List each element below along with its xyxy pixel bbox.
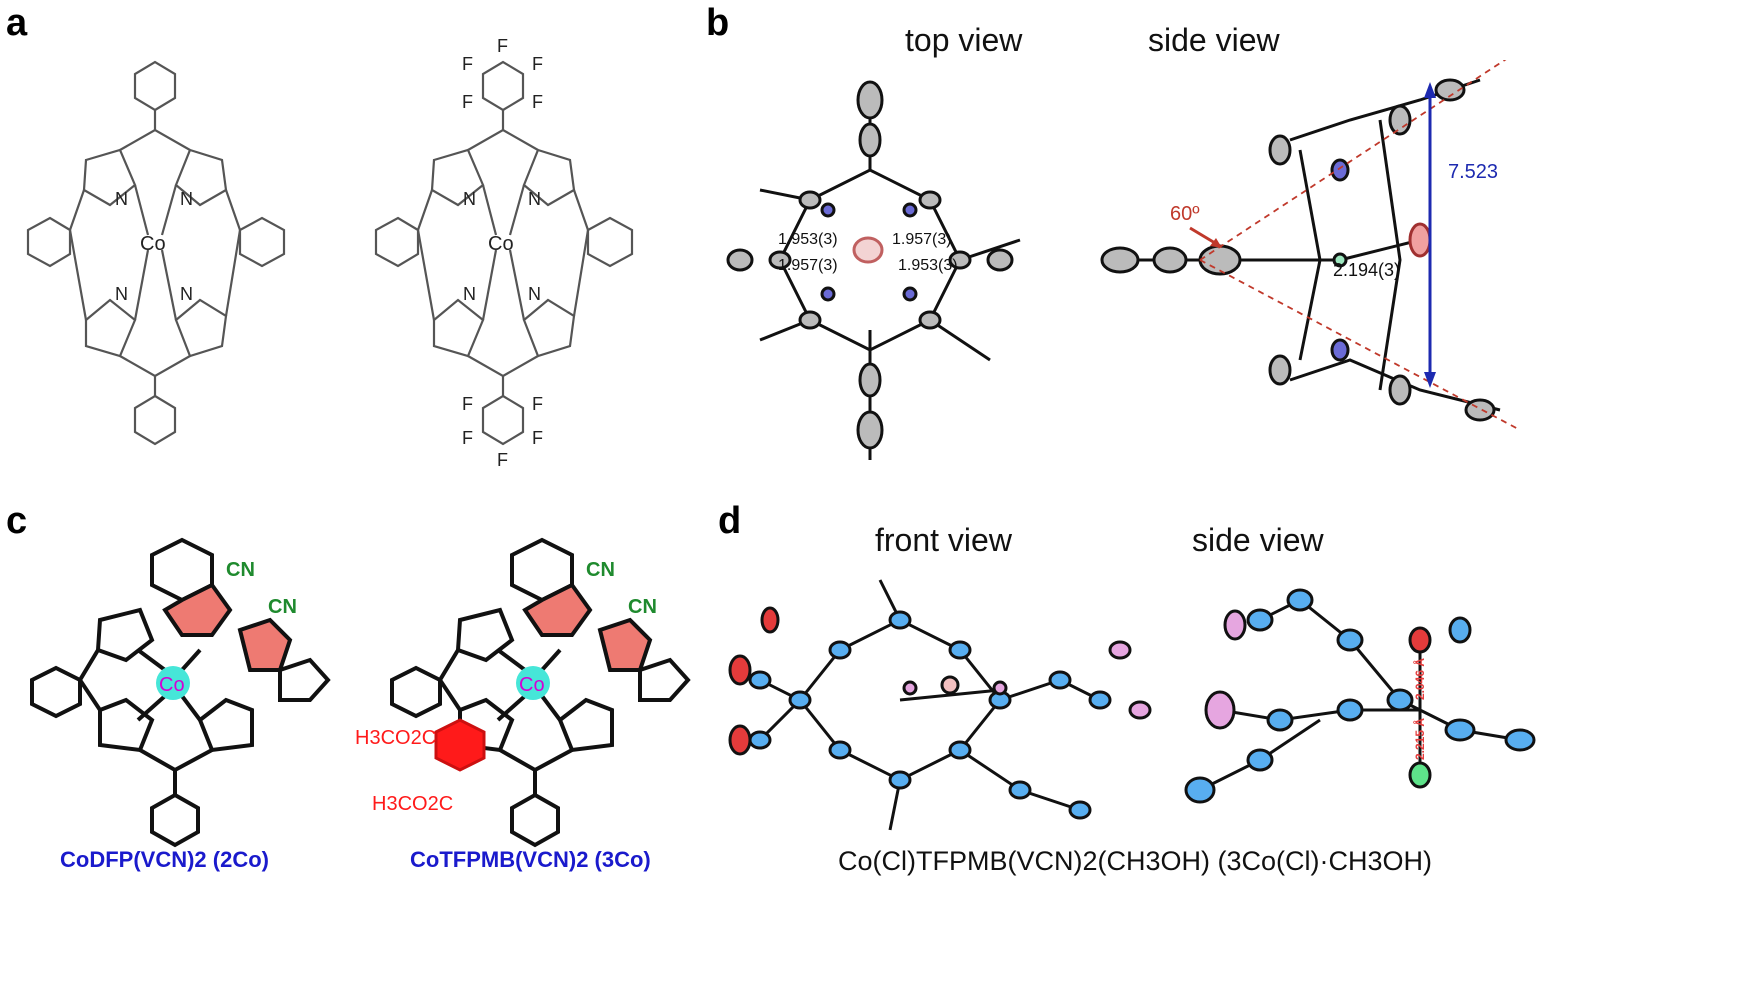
ortep-front-view xyxy=(728,579,1152,831)
top-view-label: top view xyxy=(905,22,1023,58)
bond-length: 1.953(3) xyxy=(898,257,958,274)
panel-a-letter: a xyxy=(6,2,28,44)
front-view-label: front view xyxy=(875,522,1012,558)
fluorine-label: F xyxy=(462,428,473,448)
panel-c-letter: c xyxy=(6,500,28,542)
porphyrin-labels-right: N N N N Co F F F F F F F F F F xyxy=(462,36,543,470)
fluorine-label: F xyxy=(532,428,543,448)
bond-annotations-d: 2.046 Å 2.215 Å xyxy=(1412,658,1427,760)
compound-label-2co: CoDFP(VCN)2 (2Co) xyxy=(60,847,269,872)
n-label: N xyxy=(180,284,193,304)
n-label: N xyxy=(528,189,541,209)
fluorine-label: F xyxy=(462,394,473,414)
bond-length: 2.046 Å xyxy=(1412,658,1427,700)
plane-dashed-lines xyxy=(1199,60,1521,431)
fluorine-label: F xyxy=(497,450,508,470)
ortep-side-view xyxy=(1100,78,1501,422)
n-label: N xyxy=(115,284,128,304)
porphyrin-labels-left: N N N N Co xyxy=(115,189,193,304)
panel-b-letter: b xyxy=(706,2,730,44)
panel-d-letter: d xyxy=(718,500,742,542)
metal-label: Co xyxy=(488,233,514,255)
side-view-label-d: side view xyxy=(1192,522,1324,558)
bond-length: 1.957(3) xyxy=(892,231,952,248)
distance-label: 7.523 xyxy=(1448,161,1498,183)
ortep-side-view-d xyxy=(1184,588,1536,804)
formula-caption: Co(Cl)TFPMB(VCN)2(CH3OH) (3Co(Cl)·CH3OH) xyxy=(838,846,1432,876)
fluorine-label: F xyxy=(462,92,473,112)
cn-porphyrin-right xyxy=(390,537,691,848)
n-label: N xyxy=(528,284,541,304)
panel-c-structures: Co CN CN Co CN CN H3CO2C H3CO2C xyxy=(30,537,691,848)
angle-annotation: 60º xyxy=(1170,203,1222,248)
cn-label: CN xyxy=(586,559,615,581)
cn-porphyrin-left xyxy=(30,537,331,848)
metal-label: Co xyxy=(159,674,185,696)
angle-label: 60º xyxy=(1170,203,1200,225)
porphyrin-structure-left xyxy=(26,60,286,446)
bond-length: 1.957(3) xyxy=(778,257,838,274)
fluorine-label: F xyxy=(532,92,543,112)
ester-label: H3CO2C xyxy=(355,727,436,749)
bond-length: 2.215 Å xyxy=(1412,718,1427,760)
panel-d-crystal-structures: 2.046 Å 2.215 Å xyxy=(728,579,1536,831)
metal-label: Co xyxy=(519,674,545,696)
cn-label: CN xyxy=(628,596,657,618)
n-label: N xyxy=(463,284,476,304)
porphyrin-structure-right xyxy=(374,60,634,446)
fluorine-label: F xyxy=(532,54,543,74)
ester-benzene-ring xyxy=(434,718,486,772)
metal-highlight xyxy=(156,666,190,700)
cn-label: CN xyxy=(268,596,297,618)
metal-highlight xyxy=(516,666,550,700)
n-label: N xyxy=(180,189,193,209)
cn-label: CN xyxy=(226,559,255,581)
n-label: N xyxy=(463,189,476,209)
fluorine-label: F xyxy=(532,394,543,414)
panel-a-structures: N N N N Co N N N N Co F F F F F F xyxy=(26,36,634,470)
fluorine-label: F xyxy=(462,54,473,74)
fluorine-label: F xyxy=(497,36,508,56)
ester-label: H3CO2C xyxy=(372,793,453,815)
distance-arrow: 7.523 xyxy=(1424,82,1498,388)
axial-bond-label: 2.194(3) xyxy=(1333,260,1400,280)
ortep-top-view xyxy=(726,80,1021,460)
n-label: N xyxy=(115,189,128,209)
bond-length-labels-top: 1.953(3) 1.957(3) 1.957(3) 1.953(3) xyxy=(778,231,958,274)
panel-b-crystal-structures: 1.953(3) 1.957(3) 1.957(3) 1.953(3) 60º xyxy=(726,60,1521,460)
metal-label: Co xyxy=(140,233,166,255)
compound-label-3co: CoTFPMB(VCN)2 (3Co) xyxy=(410,847,651,872)
side-view-label: side view xyxy=(1148,22,1280,58)
bond-length: 1.953(3) xyxy=(778,231,838,248)
